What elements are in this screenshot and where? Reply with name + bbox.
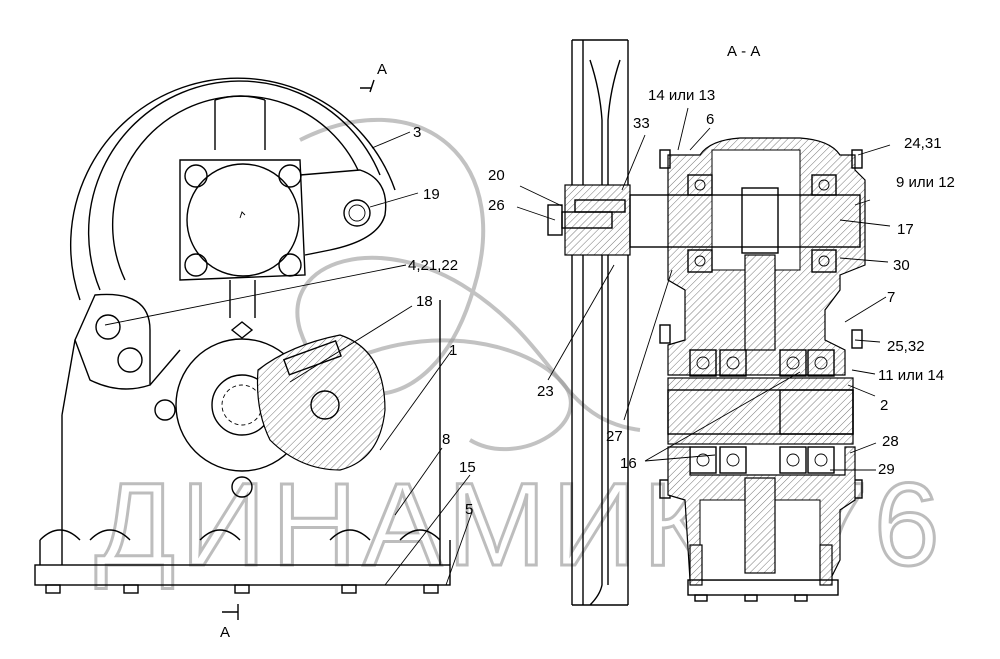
callout-18: 18 (416, 293, 433, 310)
callout-20: 20 (488, 167, 505, 184)
callout-9-12: 9 или 12 (896, 174, 955, 191)
callout-27: 27 (606, 428, 623, 445)
section-marker-top: А (377, 61, 387, 78)
callout-1: 1 (449, 342, 457, 359)
callout-6: 6 (706, 111, 714, 128)
callout-25-32: 25,32 (887, 338, 925, 355)
callout-29: 29 (878, 461, 895, 478)
callout-5: 5 (465, 501, 473, 518)
callout-8: 8 (442, 431, 450, 448)
callout-16: 16 (620, 455, 637, 472)
callout-7: 7 (887, 289, 895, 306)
front-view (34, 77, 451, 620)
callout-17: 17 (897, 221, 914, 238)
callout-14-13: 14 или 13 (648, 87, 715, 104)
leader-lines (104, 107, 891, 586)
callout-15: 15 (459, 459, 476, 476)
callout-19: 19 (423, 186, 440, 203)
section-view (547, 39, 866, 606)
callout-2: 2 (880, 397, 888, 414)
callout-labels: А А А - А 14 или 13 6 33 3 24,31 20 9 ил… (220, 43, 955, 641)
section-marker-bottom: А (220, 624, 230, 641)
callout-33: 33 (633, 115, 650, 132)
section-title: А - А (727, 43, 760, 60)
callout-26: 26 (488, 197, 505, 214)
callout-4-21-22: 4,21,22 (408, 257, 458, 274)
callout-24-31: 24,31 (904, 135, 942, 152)
callout-11-14: 11 или 14 (878, 367, 944, 384)
callout-30: 30 (893, 257, 910, 274)
callout-3: 3 (413, 124, 421, 141)
callout-28: 28 (882, 433, 899, 450)
callout-23: 23 (537, 383, 554, 400)
